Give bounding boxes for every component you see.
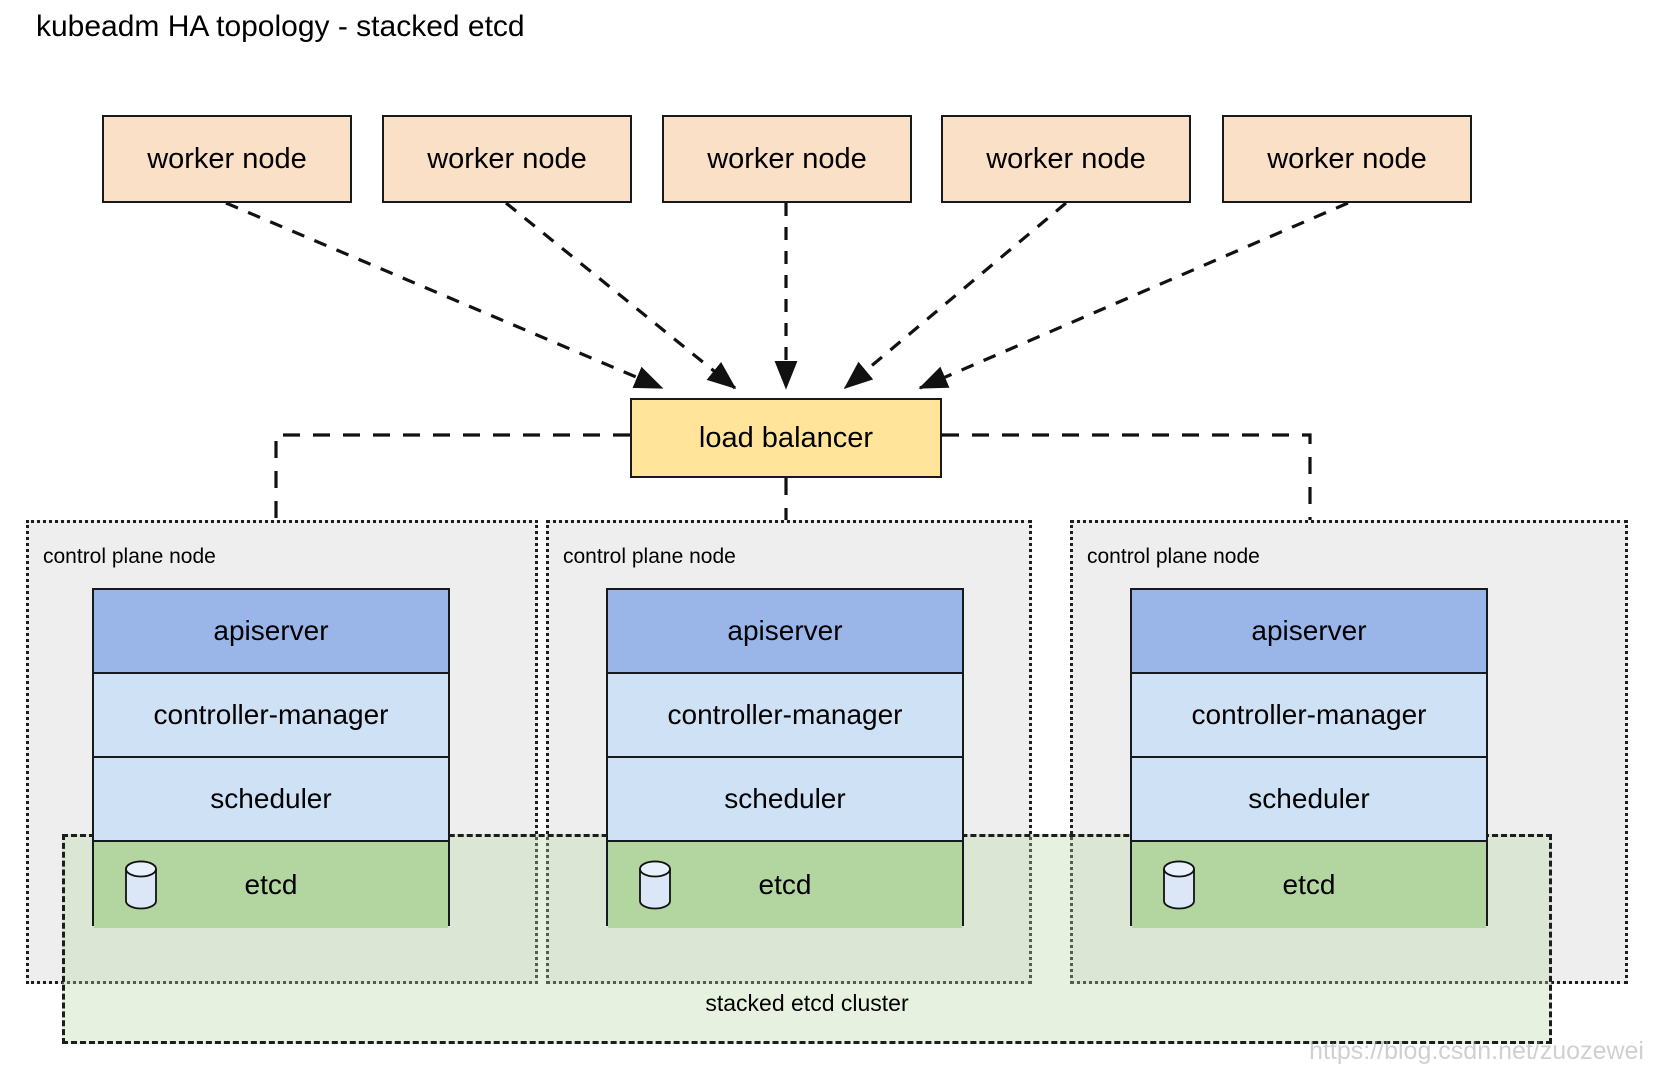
scheduler-label: scheduler: [724, 783, 846, 814]
controller-manager-box[interactable]: controller-manager: [608, 674, 962, 758]
connector-worker-5-to-lb: [918, 201, 1349, 390]
etcd-box[interactable]: etcd: [94, 842, 448, 928]
connector-worker-1-to-lb: [225, 201, 664, 390]
worker-node-2[interactable]: worker node: [382, 115, 632, 203]
database-cylinder-icon: [1163, 860, 1195, 910]
control-plane-node-label: control plane node: [563, 545, 736, 568]
apiserver-box[interactable]: apiserver: [1132, 590, 1486, 674]
apiserver-label: apiserver: [727, 615, 843, 646]
scheduler-label: scheduler: [210, 783, 332, 814]
worker-node-1[interactable]: worker node: [102, 115, 352, 203]
etcd-box[interactable]: etcd: [608, 842, 962, 928]
database-cylinder-icon: [125, 860, 157, 910]
controller-manager-label: controller-manager: [1191, 699, 1427, 730]
etcd-label: etcd: [244, 869, 298, 900]
connector-worker-4-to-lb: [843, 201, 1068, 390]
worker-node-label: worker node: [707, 142, 867, 175]
etcd-box[interactable]: etcd: [1132, 842, 1486, 928]
worker-node-label: worker node: [986, 142, 1146, 175]
worker-node-label: worker node: [1267, 142, 1427, 175]
etcd-label: etcd: [1282, 869, 1336, 900]
connector-worker-2-to-lb: [504, 201, 737, 390]
worker-node-label: worker node: [427, 142, 587, 175]
control-plane-2-component-stack: apiserver controller-manager scheduler e…: [606, 588, 964, 928]
controller-manager-label: controller-manager: [667, 699, 903, 730]
page-title: kubeadm HA topology - stacked etcd: [36, 10, 525, 43]
control-plane-3-component-stack: apiserver controller-manager scheduler e…: [1130, 588, 1488, 928]
control-plane-node-label: control plane node: [43, 545, 216, 568]
scheduler-label: scheduler: [1248, 783, 1370, 814]
worker-node-label: worker node: [147, 142, 307, 175]
scheduler-box[interactable]: scheduler: [608, 758, 962, 842]
apiserver-label: apiserver: [213, 615, 329, 646]
watermark: https://blog.csdn.net/zuozewei: [1309, 1037, 1644, 1065]
etcd-label: etcd: [758, 869, 812, 900]
apiserver-box[interactable]: apiserver: [608, 590, 962, 674]
controller-manager-box[interactable]: controller-manager: [1132, 674, 1486, 758]
worker-node-3[interactable]: worker node: [662, 115, 912, 203]
load-balancer-label: load balancer: [698, 421, 874, 454]
worker-node-4[interactable]: worker node: [941, 115, 1191, 203]
database-cylinder-icon: [639, 860, 671, 910]
stacked-etcd-cluster-label: stacked etcd cluster: [705, 990, 909, 1016]
worker-to-lb-connectors: [225, 201, 1349, 390]
apiserver-box[interactable]: apiserver: [94, 590, 448, 674]
scheduler-box[interactable]: scheduler: [94, 758, 448, 842]
worker-node-5[interactable]: worker node: [1222, 115, 1472, 203]
load-balancer-box[interactable]: load balancer: [630, 398, 942, 478]
scheduler-box[interactable]: scheduler: [1132, 758, 1486, 842]
controller-manager-label: controller-manager: [153, 699, 389, 730]
apiserver-label: apiserver: [1251, 615, 1367, 646]
control-plane-node-label: control plane node: [1087, 545, 1260, 568]
control-plane-1-component-stack: apiserver controller-manager scheduler e…: [92, 588, 450, 928]
controller-manager-box[interactable]: controller-manager: [94, 674, 448, 758]
